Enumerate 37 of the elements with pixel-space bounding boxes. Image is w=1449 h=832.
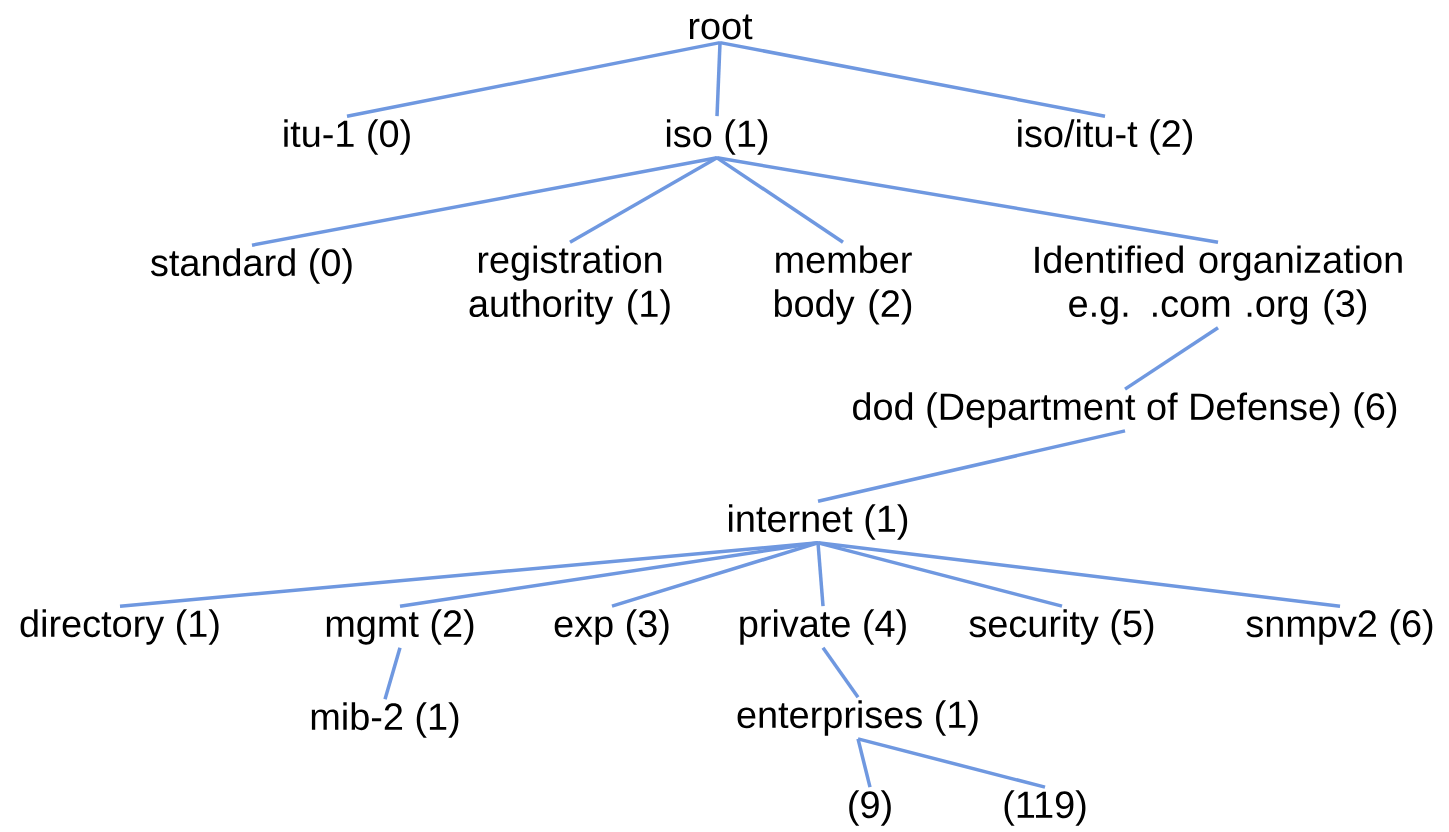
tree-node-label: root: [689, 14, 753, 40]
tree-node-label: (9): [849, 790, 891, 826]
tree-line: [611, 541, 819, 608]
tree-line: [715, 42, 722, 117]
tree-node-label: private (4): [740, 609, 906, 645]
tree-node-label: iso (1): [666, 119, 768, 155]
tree-node-label: security (5): [969, 609, 1154, 645]
tree-line: [399, 541, 819, 608]
tree-node-label: registration authority (1): [469, 245, 670, 325]
tree-line: [716, 156, 1219, 244]
tree-line: [817, 541, 1341, 608]
tree-line: [856, 738, 872, 788]
tree-node-label: directory (1): [20, 609, 219, 645]
tree-line: [569, 156, 718, 244]
tree-node-label: (119): [1004, 790, 1086, 826]
tree-line: [817, 429, 1126, 503]
tree-line: [383, 647, 402, 700]
tree-node-label: member body (2): [774, 245, 912, 325]
tree-line: [857, 737, 1046, 789]
tree-node-label: iso/itu-t (2): [1018, 119, 1193, 155]
tree-node-label: mgmt (2): [326, 609, 474, 645]
tree-line: [719, 40, 1106, 118]
tree-node-label: snmpv2 (6): [1246, 609, 1433, 645]
tree-line: [251, 156, 718, 247]
tree-node-label: mib-2 (1): [311, 702, 459, 738]
tree-node-label: standard (0): [151, 248, 352, 284]
tree-node-label: Identified organization e.g. .com .org (3): [1035, 245, 1402, 325]
tree-node-label: enterprises (1): [737, 700, 978, 736]
tree-node-label: itu-1 (0): [284, 119, 410, 155]
tree-node-label: internet (1): [729, 504, 908, 540]
tree-line: [1124, 326, 1219, 391]
tree-line: [346, 40, 721, 118]
tree-line: [716, 156, 844, 244]
tree-node-label: exp (3): [554, 609, 669, 645]
tree-node-label: dod (Department of Defense) (6): [853, 392, 1397, 428]
tree-line: [821, 646, 860, 699]
tree-line: [816, 542, 825, 607]
